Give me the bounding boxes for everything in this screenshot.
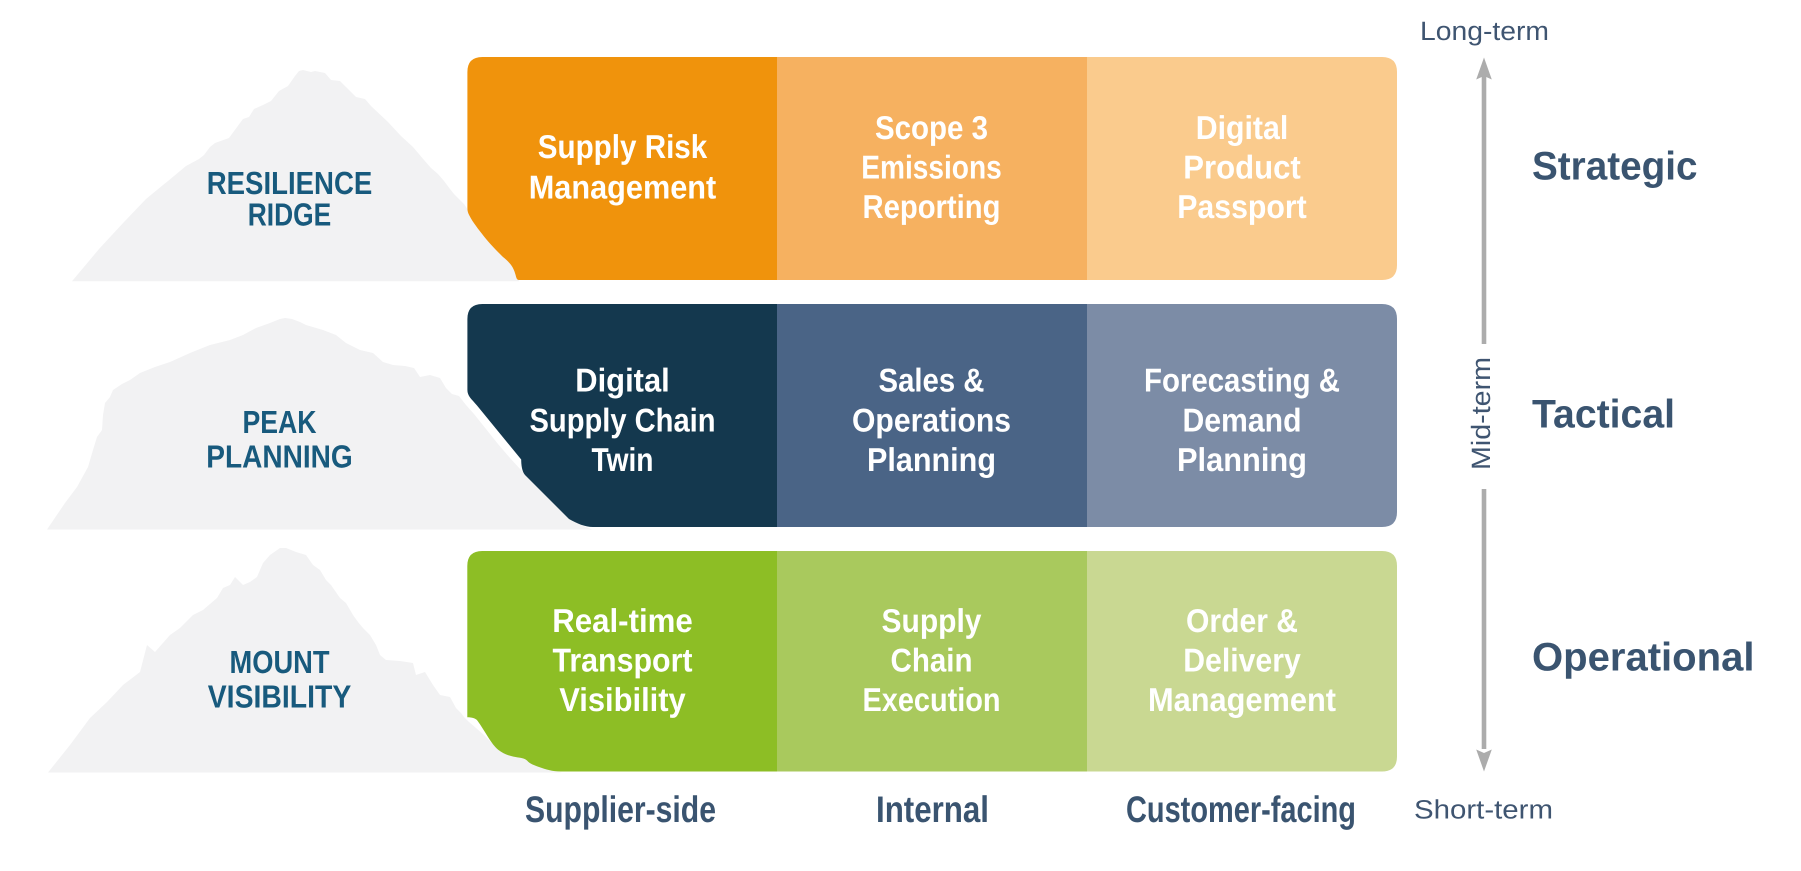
- svg-text:Operations: Operations: [852, 402, 1011, 439]
- svg-text:Scope 3: Scope 3: [875, 109, 988, 146]
- svg-text:RIDGE: RIDGE: [248, 197, 332, 233]
- svg-text:Digital: Digital: [1196, 109, 1289, 146]
- svg-text:RESILIENCE: RESILIENCE: [207, 165, 373, 201]
- svg-text:Mid-term: Mid-term: [1466, 357, 1496, 470]
- svg-text:Supply: Supply: [882, 602, 983, 639]
- svg-text:Order &: Order &: [1186, 602, 1298, 639]
- svg-text:VISIBILITY: VISIBILITY: [208, 679, 352, 715]
- svg-text:Real-time: Real-time: [552, 602, 693, 639]
- svg-text:PLANNING: PLANNING: [206, 439, 353, 475]
- svg-text:Management: Management: [529, 169, 717, 206]
- svg-text:Product: Product: [1183, 149, 1301, 186]
- svg-text:Forecasting &: Forecasting &: [1144, 362, 1340, 399]
- svg-text:Execution: Execution: [863, 681, 1001, 718]
- svg-text:Digital: Digital: [575, 362, 670, 399]
- svg-text:Management: Management: [1148, 681, 1336, 718]
- svg-text:Reporting: Reporting: [863, 188, 1001, 225]
- svg-text:Passport: Passport: [1177, 188, 1307, 225]
- svg-text:Planning: Planning: [1177, 441, 1307, 478]
- svg-text:Transport: Transport: [553, 642, 693, 679]
- svg-text:MOUNT: MOUNT: [230, 644, 330, 680]
- svg-text:Internal: Internal: [876, 789, 989, 830]
- svg-text:Delivery: Delivery: [1183, 642, 1301, 679]
- svg-text:Sales &: Sales &: [879, 362, 985, 399]
- svg-text:Short-term: Short-term: [1414, 795, 1553, 825]
- svg-text:Strategic: Strategic: [1532, 145, 1698, 189]
- svg-text:Operational: Operational: [1532, 636, 1755, 680]
- svg-text:Planning: Planning: [867, 441, 996, 478]
- svg-text:Visibility: Visibility: [559, 681, 686, 718]
- svg-text:Supply Risk: Supply Risk: [538, 128, 708, 165]
- svg-text:Chain: Chain: [891, 642, 973, 679]
- svg-text:Long-term: Long-term: [1420, 16, 1549, 46]
- svg-text:Twin: Twin: [592, 441, 654, 478]
- svg-text:Tactical: Tactical: [1532, 393, 1675, 437]
- svg-text:Customer-facing: Customer-facing: [1126, 789, 1356, 830]
- svg-text:Supplier-side: Supplier-side: [525, 789, 716, 830]
- svg-text:Emissions: Emissions: [861, 149, 1002, 186]
- svg-text:Demand: Demand: [1183, 402, 1302, 439]
- svg-text:Supply Chain: Supply Chain: [530, 402, 716, 439]
- svg-text:PEAK: PEAK: [243, 404, 317, 440]
